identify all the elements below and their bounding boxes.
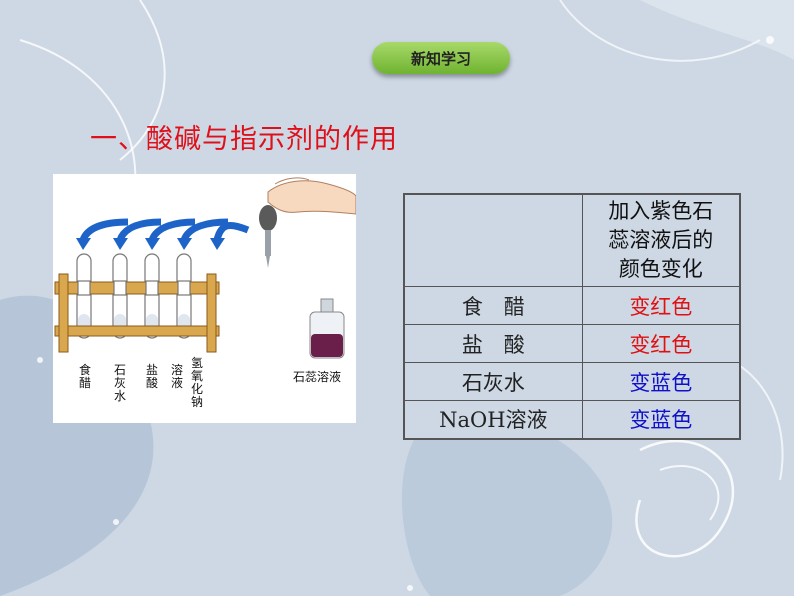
result-cell: 变红色 [581,324,741,363]
experiment-illustration [54,177,356,359]
result-cell: 变蓝色 [581,362,741,401]
header-cell: 加入紫色石 蕊溶液后的 颜色变化 [581,193,741,287]
header-line: 蕊溶液后的 [608,228,714,252]
header-line: 颜色变化 [618,257,703,281]
tube-label-vinegar: 食醋 [78,363,91,390]
substance-cell: 盐 酸 [403,324,583,363]
bottle-label: 石蕊溶液 [293,370,342,384]
substance-cell: NaOH溶液 [403,400,583,439]
litmus-bottle [309,298,345,359]
table-header-row: 加入紫色石 蕊溶液后的 颜色变化 [403,193,741,287]
table-row: 石灰水 变蓝色 [403,362,741,401]
header-line: 加入紫色石 [608,199,714,223]
tube-label-limewater: 石灰水 [113,363,126,403]
substance-cell: 石灰水 [403,362,583,401]
tube-label-solution: 溶液 [170,363,183,390]
section-badge: 新知学习 [372,42,510,74]
results-table: 加入紫色石 蕊溶液后的 颜色变化 食 醋 变红色 盐 酸 变红色 石灰水 变蓝色… [403,193,741,440]
arrows [79,218,250,242]
header-empty-cell [403,193,583,287]
table-row: 盐 酸 变红色 [403,324,741,363]
tube-label-sodium-hydroxide: 氢氧化钠 [190,356,203,409]
table-row: NaOH溶液 变蓝色 [403,400,741,439]
page-title: 一、酸碱与指示剂的作用 [90,124,398,155]
dropper-hand [259,177,356,268]
result-cell: 变红色 [581,286,741,325]
experiment-figure: 食醋 石灰水 盐酸 溶液 氢氧化钠 石蕊溶液 [53,174,356,423]
result-cell: 变蓝色 [581,400,741,439]
table-row: 食 醋 变红色 [403,286,741,325]
substance-cell: 食 醋 [403,286,583,325]
test-tubes [76,253,192,339]
tube-label-hydrochloric-acid: 盐酸 [145,363,158,390]
